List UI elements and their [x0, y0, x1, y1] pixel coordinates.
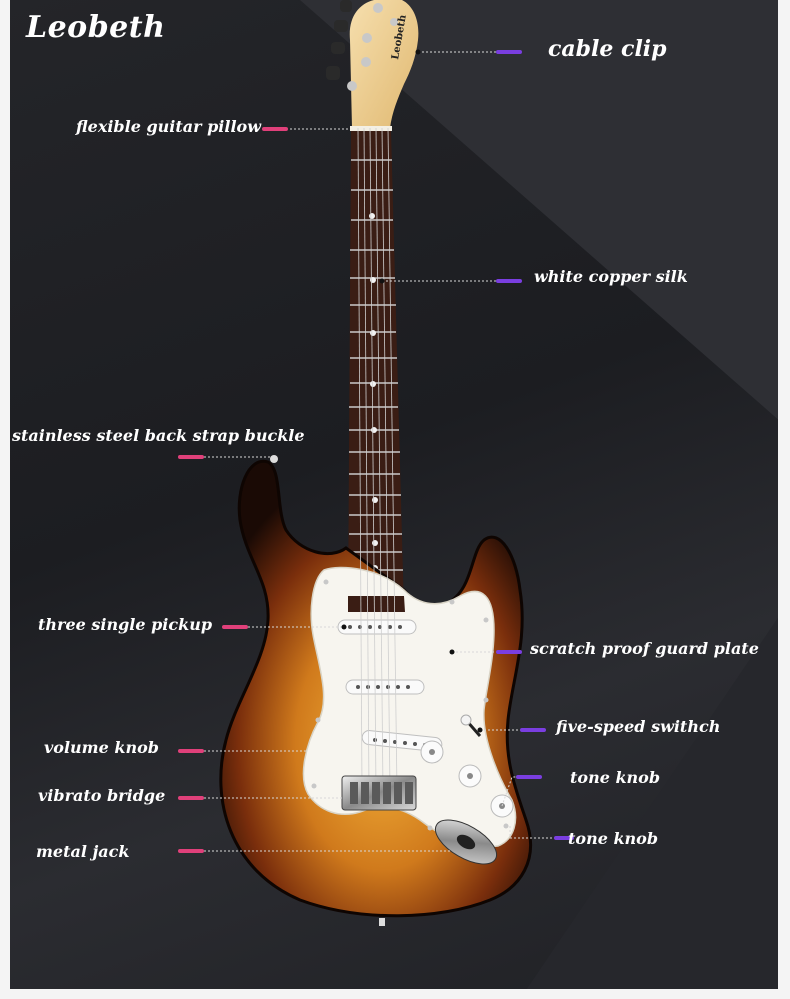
- brand-logo: Leobeth: [26, 10, 166, 45]
- headstock: Leobeth: [326, 0, 419, 128]
- callout-leaders: [204, 51, 556, 852]
- output-jack: [434, 819, 498, 865]
- label-copper-silk: white copper silk: [534, 267, 688, 286]
- callout-dots: [341, 49, 483, 733]
- label-volume-knob: volume knob: [44, 738, 159, 757]
- label-tone-knob-1: tone knob: [570, 768, 661, 787]
- tuning-pegs: [326, 0, 352, 80]
- label-tone-knob-2: tone knob: [568, 829, 659, 848]
- tuner-posts: [347, 3, 398, 91]
- label-guard-plate: scratch proof guard plate: [530, 639, 759, 658]
- selector-switch: [460, 714, 482, 737]
- white-border-left: [0, 0, 10, 999]
- label-cable-clip: cable clip: [548, 36, 667, 62]
- label-strap-buckle: stainless steel back strap buckle: [12, 426, 305, 445]
- white-border-right: [778, 0, 790, 999]
- label-metal-jack: metal jack: [36, 842, 130, 861]
- pickguard-screws: [311, 579, 509, 831]
- label-vibrato-bridge: vibrato bridge: [38, 786, 166, 805]
- callout-markers: [178, 50, 574, 853]
- label-guitar-pillow: flexible guitar pillow: [76, 117, 261, 136]
- label-switch: five-speed swithch: [556, 717, 721, 736]
- label-pickup: three single pickup: [38, 615, 213, 634]
- strap-button-bottom: [379, 918, 385, 926]
- nut: [350, 126, 392, 131]
- white-border-bottom: [0, 989, 790, 999]
- vibrato-bridge-art: [341, 775, 417, 811]
- strap-button-top: [270, 455, 278, 463]
- strings: [357, 127, 398, 791]
- fretboard: [348, 131, 404, 612]
